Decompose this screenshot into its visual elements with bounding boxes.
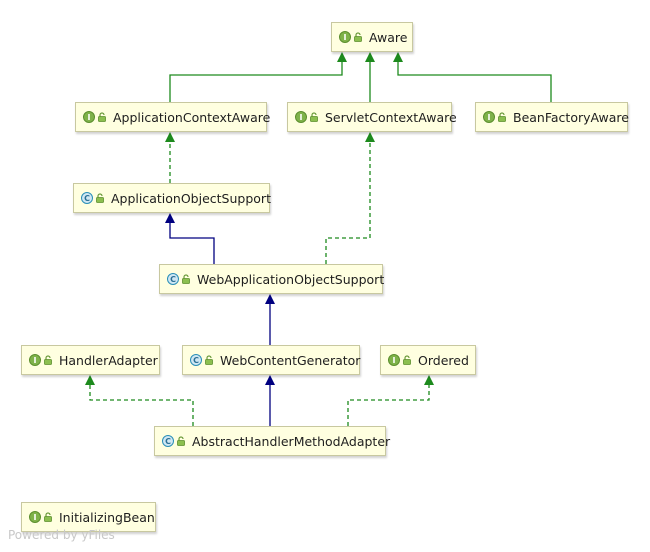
node-initializing-bean[interactable]: I InitializingBean <box>21 502 156 532</box>
edge-abstract-handler-method-adapter-to-handler-adapter <box>89 385 194 426</box>
interface-icon: I <box>29 511 41 523</box>
arrowhead-web-application-object-support-to-servlet-context-aware <box>365 132 375 142</box>
node-label: BeanFactoryAware <box>513 109 629 125</box>
arrowhead-servlet-context-aware-to-aware <box>365 52 375 62</box>
node-label: Ordered <box>418 352 469 368</box>
edge-web-application-object-support-to-application-object-support <box>169 223 215 264</box>
edge-abstract-handler-method-adapter-to-ordered <box>347 385 430 426</box>
interface-icon: I <box>295 111 307 123</box>
node-abstract-handler-method-adapter[interactable]: C AbstractHandlerMethodAdapter <box>154 426 390 456</box>
lock-icon <box>177 436 185 446</box>
lock-icon <box>498 112 506 122</box>
node-web-content-generator[interactable]: C WebContentGenerator <box>182 345 360 375</box>
lock-icon <box>310 112 318 122</box>
arrowhead-application-object-support-to-application-context-aware <box>165 132 175 142</box>
node-servlet-context-aware[interactable]: I ServletContextAware <box>287 102 457 132</box>
arrowhead-application-context-aware-to-aware <box>337 52 347 62</box>
lock-icon <box>205 355 213 365</box>
node-application-context-aware[interactable]: I ApplicationContextAware <box>75 102 271 132</box>
node-label: Aware <box>369 29 408 45</box>
node-label: InitializingBean <box>59 509 155 525</box>
edge-application-context-aware-to-aware <box>169 62 343 102</box>
node-application-object-support[interactable]: C ApplicationObjectSupport <box>73 183 271 213</box>
lock-icon <box>44 355 52 365</box>
interface-icon: I <box>83 111 95 123</box>
arrowhead-web-content-generator-to-web-application-object-support <box>265 294 275 304</box>
node-bean-factory-aware[interactable]: I BeanFactoryAware <box>475 102 629 132</box>
interface-icon: I <box>483 111 495 123</box>
arrowhead-abstract-handler-method-adapter-to-ordered <box>424 375 434 385</box>
arrowhead-bean-factory-aware-to-aware <box>393 52 403 62</box>
class-icon: C <box>162 435 174 447</box>
lock-icon <box>96 193 104 203</box>
lock-icon <box>98 112 106 122</box>
class-icon: C <box>190 354 202 366</box>
node-label: ServletContextAware <box>325 109 457 125</box>
class-icon: C <box>167 273 179 285</box>
node-label: WebContentGenerator <box>220 352 361 368</box>
arrowhead-abstract-handler-method-adapter-to-handler-adapter <box>85 375 95 385</box>
edge-bean-factory-aware-to-aware <box>397 62 552 102</box>
lock-icon <box>182 274 190 284</box>
lock-icon <box>354 32 362 42</box>
lock-icon <box>403 355 411 365</box>
arrowhead-web-application-object-support-to-application-object-support <box>165 213 175 223</box>
node-ordered[interactable]: I Ordered <box>380 345 476 375</box>
node-label: HandlerAdapter <box>59 352 158 368</box>
node-label: ApplicationContextAware <box>113 109 271 125</box>
node-label: ApplicationObjectSupport <box>111 190 271 206</box>
node-label: AbstractHandlerMethodAdapter <box>192 433 391 449</box>
node-web-application-object-support[interactable]: C WebApplicationObjectSupport <box>159 264 385 294</box>
node-label: WebApplicationObjectSupport <box>197 271 385 287</box>
yfiles-watermark: Powered by yFiles <box>8 528 115 542</box>
interface-icon: I <box>339 31 351 43</box>
node-handler-adapter[interactable]: I HandlerAdapter <box>21 345 160 375</box>
edge-web-application-object-support-to-servlet-context-aware <box>325 142 371 264</box>
class-icon: C <box>81 192 93 204</box>
arrowhead-abstract-handler-method-adapter-to-web-content-generator <box>265 375 275 385</box>
node-aware[interactable]: I Aware <box>331 22 413 52</box>
lock-icon <box>44 512 52 522</box>
interface-icon: I <box>29 354 41 366</box>
interface-icon: I <box>388 354 400 366</box>
